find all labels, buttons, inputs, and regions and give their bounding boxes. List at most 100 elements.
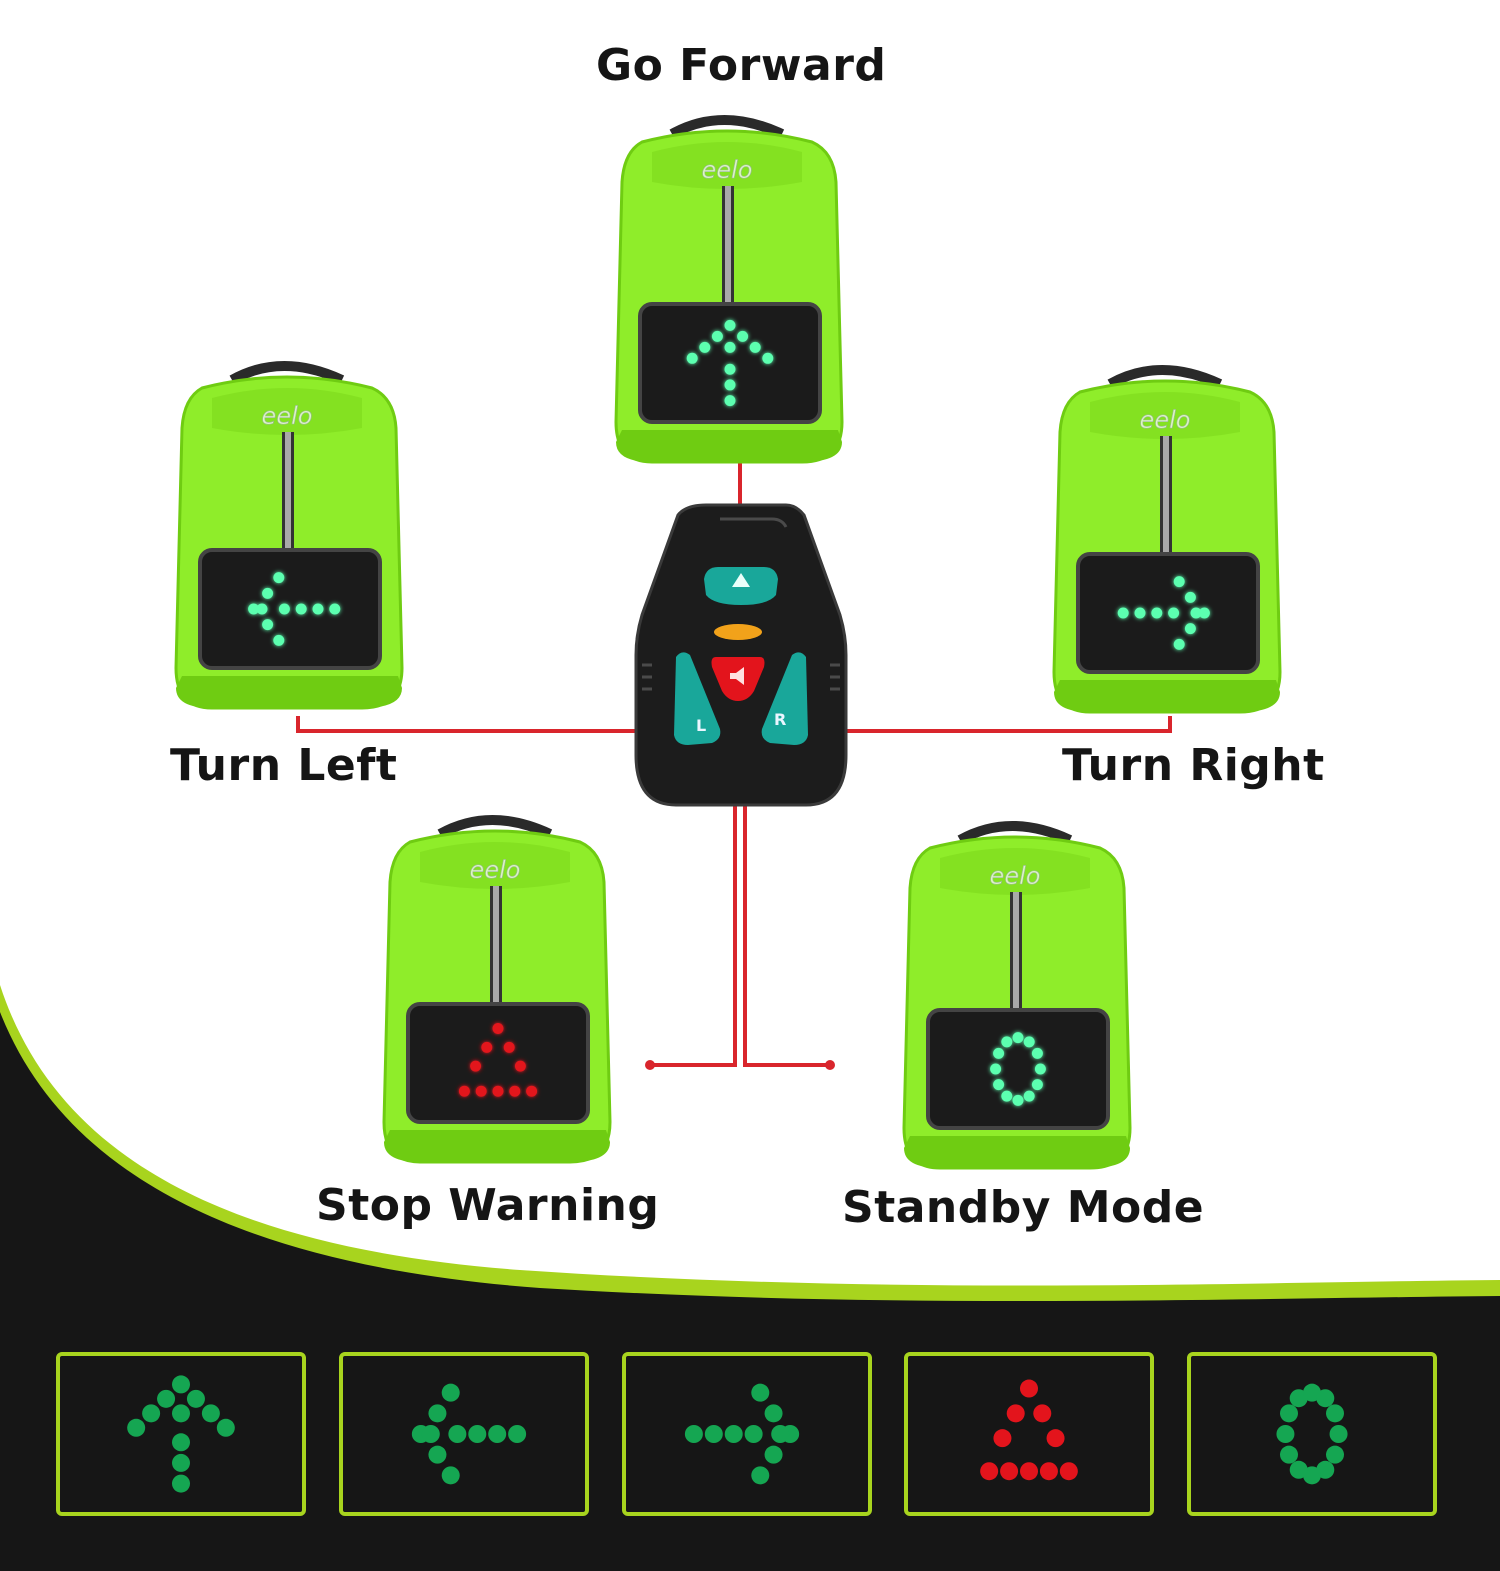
led-panel — [1076, 552, 1260, 674]
led-dot — [216, 1418, 235, 1437]
led-dot — [1151, 607, 1163, 619]
led-dot — [526, 1085, 538, 1097]
led-dot — [1023, 1036, 1035, 1048]
led-dot — [312, 603, 324, 615]
led-dot — [762, 352, 774, 364]
led-dot — [492, 1085, 504, 1097]
led-dot — [1012, 1032, 1024, 1044]
led-dot — [1039, 1462, 1058, 1481]
led-dot — [1059, 1462, 1078, 1481]
led-dot — [1289, 1460, 1308, 1479]
remote-grip-right — [830, 663, 840, 691]
led-dot — [273, 572, 285, 584]
led-pattern — [686, 319, 774, 407]
led-dot — [711, 330, 723, 342]
top-strap — [1107, 365, 1223, 389]
brand-logo: eelo — [262, 402, 313, 430]
left-key-label: L — [696, 716, 706, 735]
led-dot — [751, 1466, 770, 1485]
led-dot — [764, 1404, 783, 1423]
right-key-label: R — [774, 710, 786, 729]
label-turn-right: Turn Right — [1062, 740, 1325, 791]
led-dot — [1012, 1094, 1024, 1106]
led-dot — [1031, 1047, 1043, 1059]
led-dot — [1329, 1425, 1348, 1443]
legend-box-arrow-right — [622, 1352, 872, 1516]
led-dot — [278, 603, 290, 615]
backpack-top-flap — [1090, 392, 1240, 439]
backpack-top-flap — [652, 142, 802, 189]
led-dot — [724, 319, 736, 331]
led-panel — [926, 1008, 1110, 1130]
led-dot — [749, 341, 761, 353]
backpack-top-flap — [420, 842, 570, 889]
led-dot — [1006, 1404, 1025, 1423]
led-panel — [638, 302, 822, 424]
backpack-bottom-trim — [904, 1136, 1130, 1168]
led-pattern-legend — [56, 1352, 1437, 1516]
led-dot — [172, 1404, 190, 1423]
led-dot — [980, 1462, 999, 1481]
led-dot — [329, 603, 341, 615]
led-dot — [744, 1425, 763, 1443]
led-dot — [1173, 576, 1185, 588]
led-dot — [1168, 607, 1180, 619]
led-dot — [468, 1425, 487, 1443]
led-dot — [488, 1425, 507, 1443]
legend-box-triangle — [904, 1352, 1154, 1516]
led-dot — [724, 379, 736, 391]
led-dot — [1020, 1379, 1038, 1398]
backpack-go-forward: eelo — [614, 115, 844, 464]
legend-box-arrow-left — [339, 1352, 589, 1516]
led-dot — [724, 363, 736, 375]
legend-pattern-arrow-right — [684, 1383, 800, 1485]
led-dot — [508, 1425, 527, 1443]
led-dot — [503, 1041, 515, 1053]
label-standby-mode: Standby Mode — [842, 1182, 1205, 1233]
led-dot — [1001, 1036, 1013, 1048]
led-dot — [686, 352, 698, 364]
led-dot — [186, 1389, 205, 1408]
led-dot — [421, 1425, 440, 1443]
reflective-strip-line — [1163, 436, 1169, 556]
backpack-bottom-trim — [1054, 680, 1280, 712]
led-dot — [1173, 638, 1185, 650]
led-dot — [1046, 1429, 1065, 1448]
right-turn-button[interactable] — [761, 652, 808, 745]
led-dot — [492, 1023, 504, 1035]
backpack-stop-warning: eelo — [382, 815, 612, 1164]
led-dot — [1117, 607, 1129, 619]
bottom-band — [0, 1012, 1500, 1571]
led-dot — [1020, 1462, 1038, 1481]
led-dot — [1001, 1090, 1013, 1102]
led-pattern — [248, 572, 341, 646]
led-dot — [458, 1085, 470, 1097]
led-panel — [406, 1002, 590, 1124]
led-dot — [172, 1453, 190, 1472]
led-dot — [993, 1047, 1005, 1059]
led-dot — [157, 1389, 176, 1408]
reflective-strip-line — [1013, 892, 1019, 1012]
led-dot — [1134, 607, 1146, 619]
led-dot — [1184, 623, 1196, 635]
horn-icon — [730, 667, 744, 685]
led-dot — [724, 395, 736, 407]
backpack-bottom-trim — [384, 1130, 610, 1162]
backpack-turn-left: eelo — [174, 361, 404, 710]
led-dot — [295, 603, 307, 615]
led-dot — [509, 1085, 521, 1097]
label-stop-warning: Stop Warning — [316, 1180, 660, 1231]
mode-button[interactable] — [714, 624, 762, 640]
label-turn-left: Turn Left — [170, 740, 398, 791]
left-turn-button[interactable] — [674, 652, 721, 745]
led-dot — [1316, 1389, 1335, 1408]
led-dot — [475, 1085, 487, 1097]
legend-pattern-triangle — [980, 1379, 1078, 1481]
led-dot — [201, 1404, 220, 1423]
led-dot — [993, 1079, 1005, 1091]
led-dot — [514, 1060, 526, 1072]
legend-pattern-arrow-up — [127, 1375, 235, 1493]
led-pattern — [458, 1023, 538, 1097]
led-pattern — [1117, 576, 1210, 650]
